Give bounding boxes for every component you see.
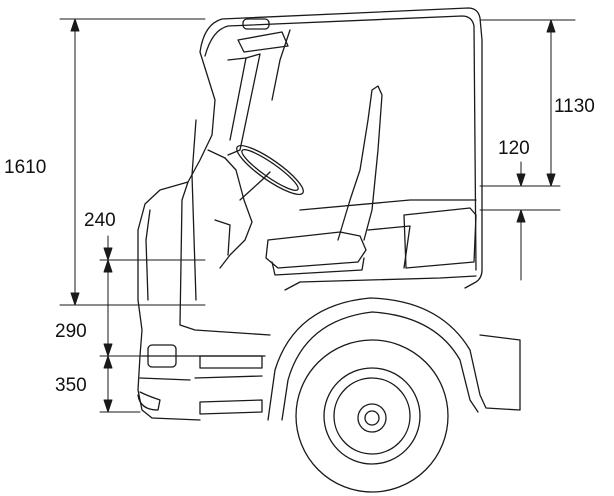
dimension-lines [59, 18, 576, 413]
floor-step-label: 120 [498, 138, 530, 159]
lower-step-height-label: 350 [55, 375, 87, 396]
upper-step-height-label: 240 [84, 210, 116, 231]
overall-height-label: 1610 [4, 157, 47, 178]
middle-step-height-label: 290 [55, 321, 87, 342]
cab-body [137, 7, 521, 421]
cab-interior-height-label: 1130 [554, 96, 595, 117]
front-wheel [295, 339, 449, 493]
